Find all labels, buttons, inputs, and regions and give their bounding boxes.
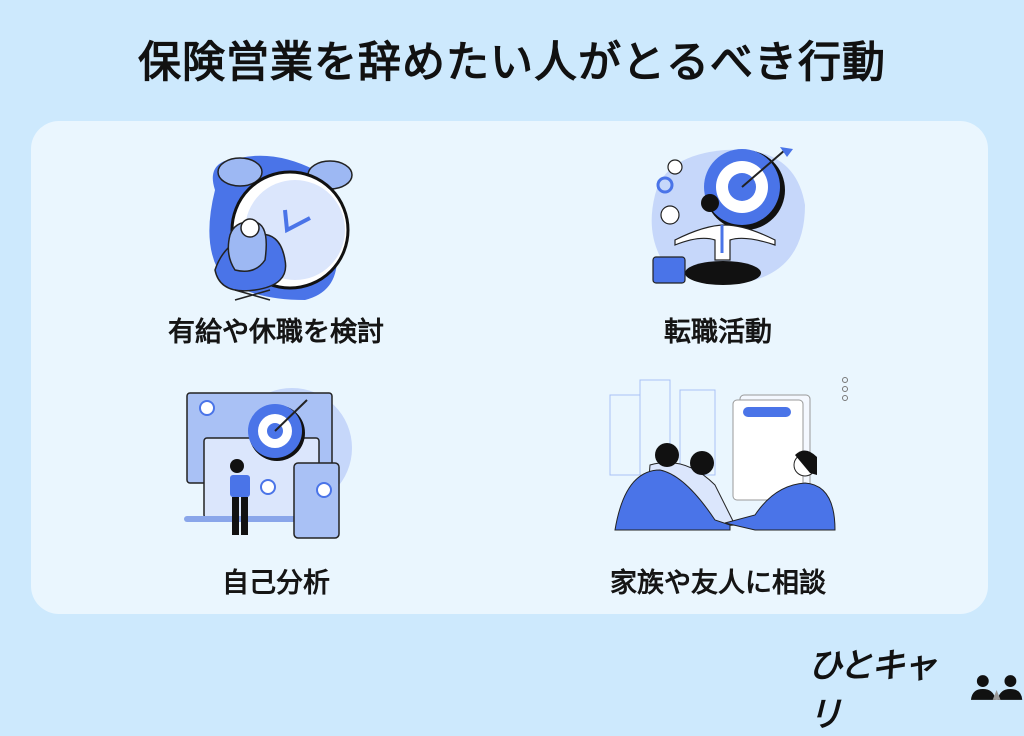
card-label: 転職活動 <box>664 317 772 348</box>
card-label: 家族や友人に相談 <box>610 568 826 599</box>
content-panel <box>31 121 988 614</box>
alarm-clock-hug-icon <box>209 155 353 301</box>
card-label: 自己分析 <box>222 568 330 599</box>
card-label: 有給や休職を検討 <box>168 317 384 348</box>
target-screens-icon <box>184 388 352 539</box>
target-meditation-icon <box>651 147 805 285</box>
logo-text: ひとキャリ <box>808 646 937 735</box>
page-title: 保険営業を辞めたい人がとるべき行動 <box>138 38 886 88</box>
handshake-meeting-icon <box>609 377 848 531</box>
brand-logo: ひとキャリ <box>808 638 1024 736</box>
people-icon <box>970 675 1023 700</box>
